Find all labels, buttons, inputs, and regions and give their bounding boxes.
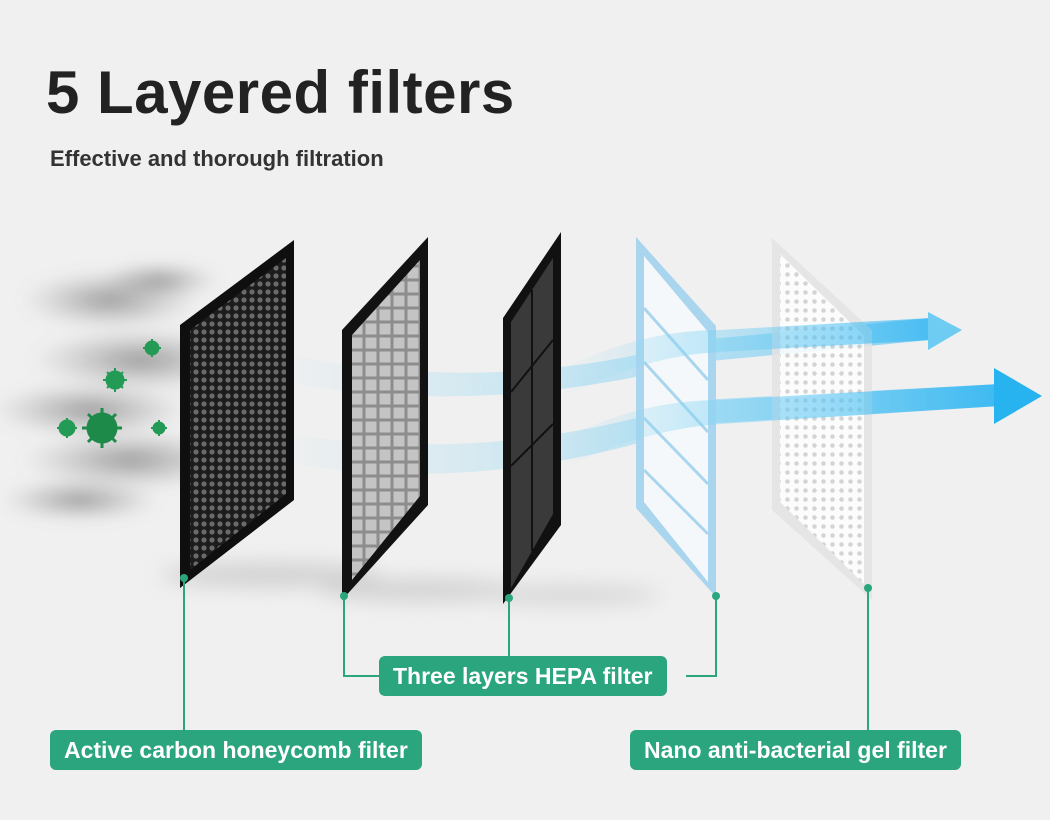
bacteria-icon — [57, 418, 77, 438]
nano-filter-label: Nano anti-bacterial gel filter — [630, 730, 961, 770]
carbon-filter-label: Active carbon honeycomb filter — [50, 730, 422, 770]
hepa-dark-filter — [503, 232, 561, 604]
carbon-filter — [180, 240, 294, 588]
airflow-arrow-lower-icon — [994, 368, 1042, 424]
callout-dots — [180, 574, 872, 602]
hepa-grid-filter — [342, 237, 428, 600]
airflow-arrow-upper-icon — [928, 312, 962, 350]
airflow-front — [560, 312, 1042, 470]
bacteria-icon — [82, 408, 122, 448]
bacteria-icons — [57, 339, 167, 448]
hepa-filter-label: Three layers HEPA filter — [379, 656, 667, 696]
page-title: 5 Layered filters — [46, 59, 515, 126]
bacteria-icon — [103, 368, 127, 392]
bacteria-icon — [143, 339, 161, 357]
floor-shadows — [160, 563, 660, 605]
bacteria-icon — [151, 420, 167, 436]
callout-lines — [183, 578, 869, 740]
page-subtitle: Effective and thorough filtration — [50, 146, 384, 171]
